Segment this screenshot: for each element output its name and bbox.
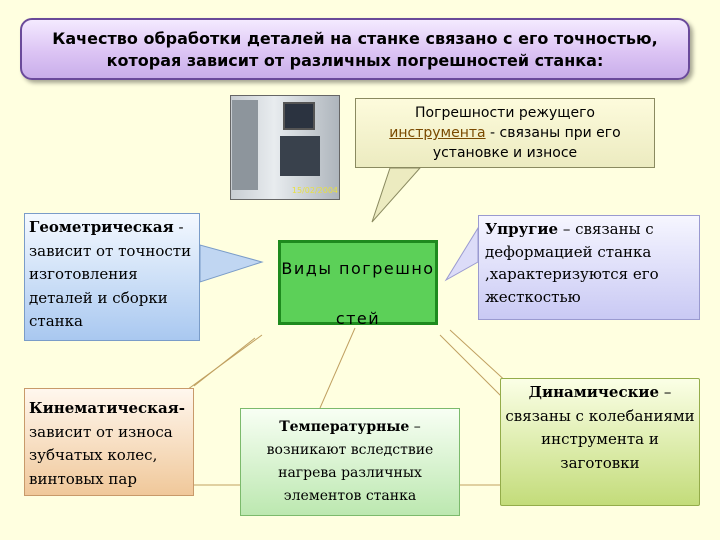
connector-thermal xyxy=(319,327,356,409)
elastic-text: – связаны с деформацией станка ,характер… xyxy=(485,220,659,306)
kinematic-text: зависит от износа зубчатых колес, винтов… xyxy=(29,422,173,488)
title-line-2: которая зависит от различных погрешносте… xyxy=(106,51,604,70)
cutting-tool-line-2: инструмента - связаны при его xyxy=(356,123,654,143)
connector-dynamic xyxy=(439,334,506,401)
title-banner: Качество обработки деталей на станке свя… xyxy=(20,18,690,80)
geometric-heading: Геометрическая xyxy=(29,218,174,236)
thermal-text: возникают вследствие нагрева различных э… xyxy=(266,442,434,504)
thermal-box: Температурные – возникают вследствие наг… xyxy=(240,408,460,516)
connector-kinematic-2 xyxy=(193,337,256,387)
kinematic-box: Кинематическая- зависит от износа зубчат… xyxy=(24,388,194,496)
title-line-1: Качество обработки деталей на станке свя… xyxy=(52,29,658,48)
cutting-tool-line-3: установке и износе xyxy=(432,145,578,161)
geometric-text: зависит от точности изготовления деталей… xyxy=(29,241,192,331)
dynamic-heading: Динамические xyxy=(528,383,660,401)
center-node xyxy=(278,240,438,325)
cutting-tool-underlined: инструмента xyxy=(389,125,486,141)
geometric-callout: Геометрическая - зависит от точности изг… xyxy=(24,213,200,341)
machine-screen xyxy=(283,102,315,130)
photo-date-stamp: 15/02/2004 xyxy=(291,186,338,195)
connector-dynamic-2 xyxy=(449,329,511,386)
dynamic-box: Динамические – связаны с колебаниями инс… xyxy=(500,378,700,506)
callout-tail-geometric xyxy=(199,244,264,283)
cutting-tool-callout: Погрешности режущего инструмента - связа… xyxy=(355,98,655,168)
machine-door xyxy=(232,100,258,190)
callout-tail-cutting-tool xyxy=(371,167,422,223)
callout-tail-elastic xyxy=(444,226,479,282)
cutting-tool-line-2-rest: - связаны при его xyxy=(485,125,621,141)
elastic-callout: Упругие – связаны с деформацией станка ,… xyxy=(478,215,700,320)
machine-control-panel xyxy=(280,136,320,176)
elastic-heading: Упругие xyxy=(485,220,559,238)
dynamic-text: связаны с колебаниями инструмента и заго… xyxy=(505,406,695,472)
thermal-heading: Температурные xyxy=(279,419,410,435)
kinematic-heading: Кинематическая- xyxy=(29,399,185,417)
center-label: Виды погрешностей xyxy=(281,259,435,328)
cutting-tool-line-1: Погрешности режущего xyxy=(415,105,595,121)
